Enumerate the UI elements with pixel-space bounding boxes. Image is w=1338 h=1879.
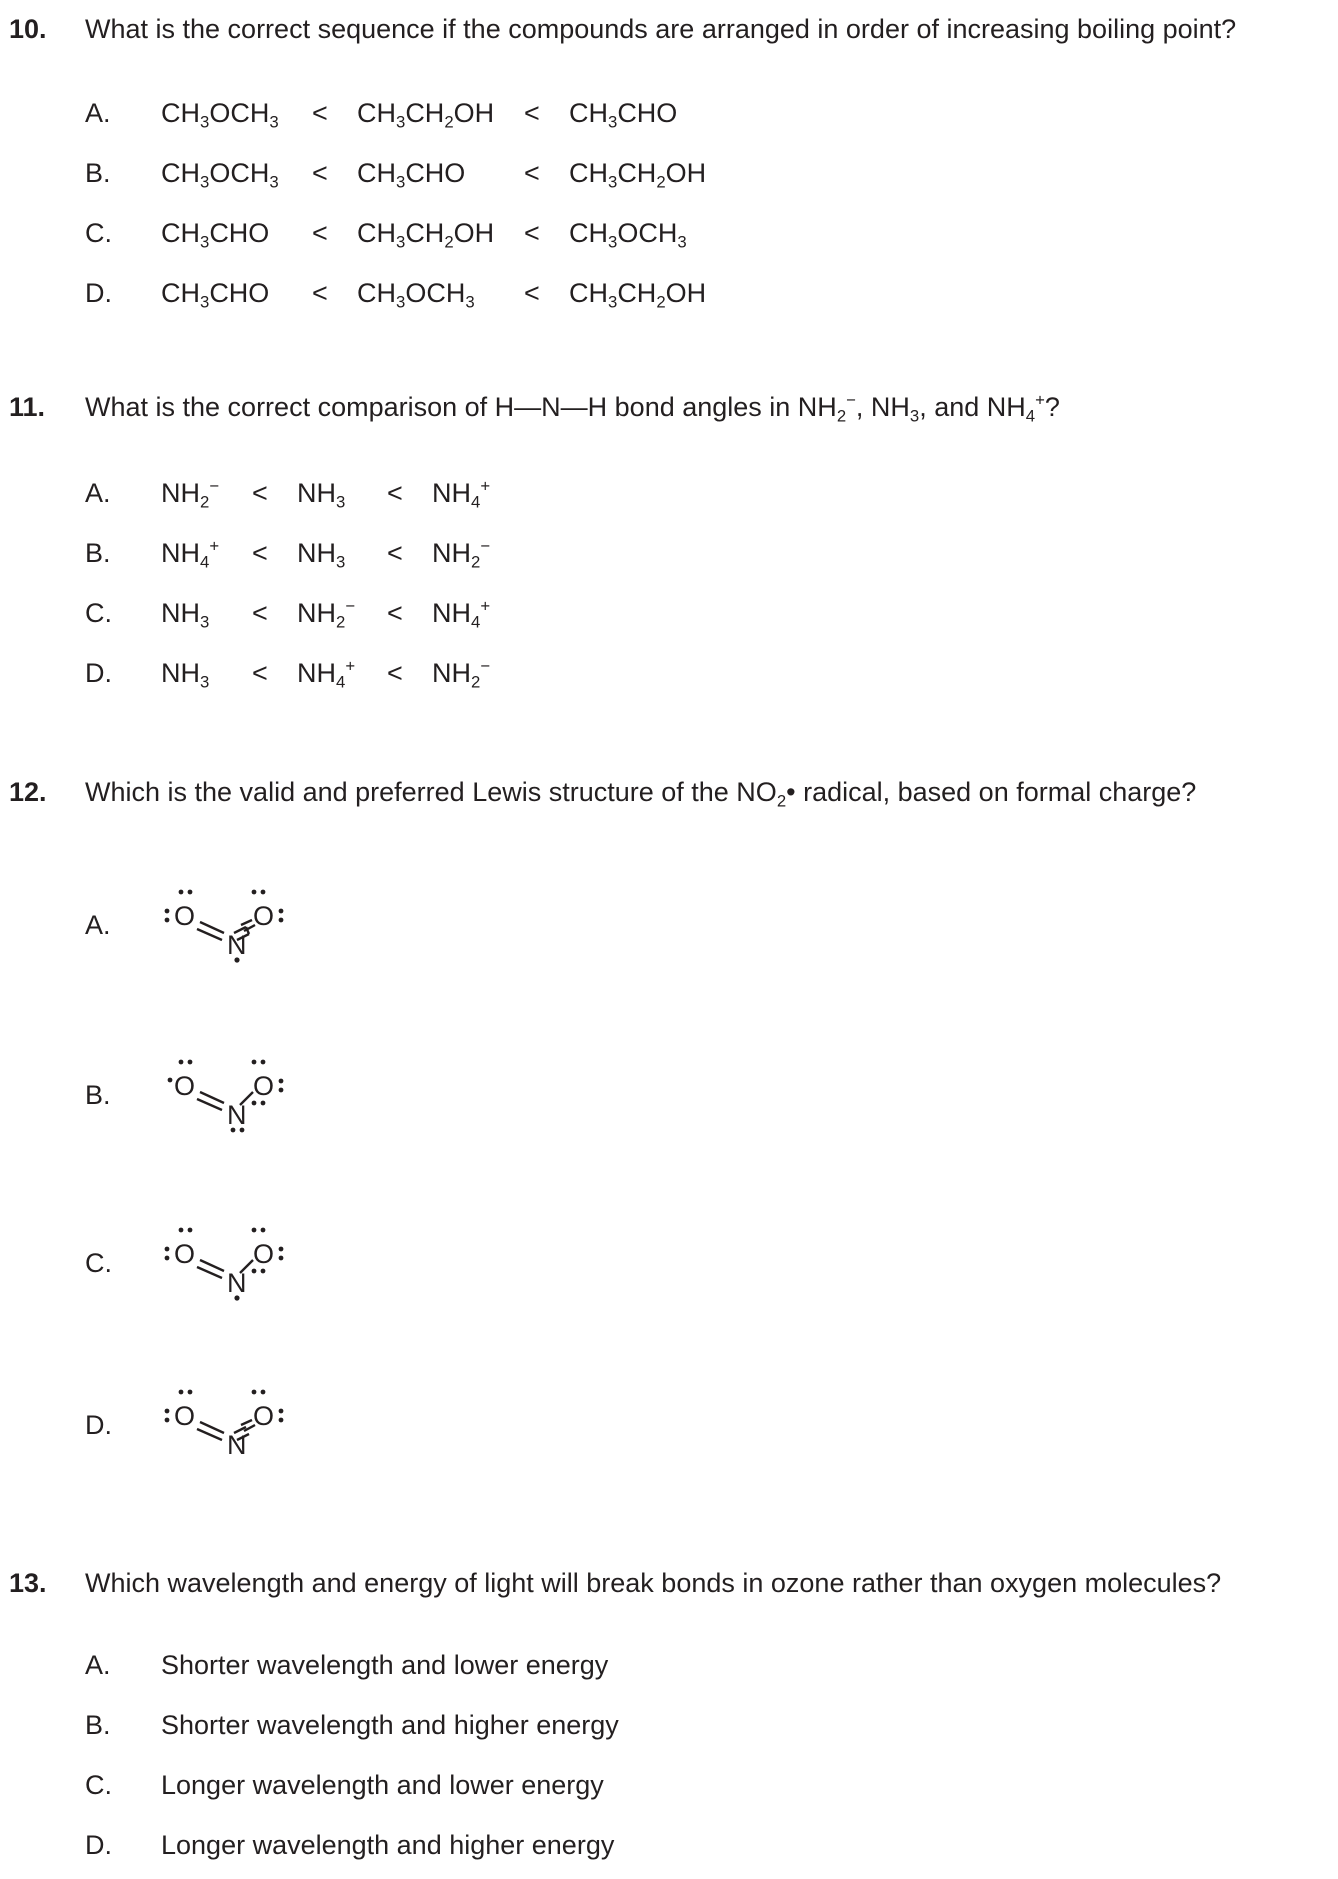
atom-nitrogen: N: [227, 930, 247, 960]
option-13-d-label: D.: [85, 1830, 112, 1860]
less-than-sign: <: [524, 158, 540, 188]
option-11-d-part-3: NH2−: [432, 656, 491, 692]
less-than-sign: <: [387, 658, 403, 688]
option-10-d-part-3: CH3CH2OH: [569, 278, 707, 312]
option-11-a-label: A.: [85, 478, 111, 508]
option-11-c-label: C.: [85, 598, 112, 628]
less-than-sign: <: [524, 98, 540, 128]
less-than-sign: <: [387, 538, 403, 568]
option-10-d-part-2: CH3OCH3: [357, 278, 475, 312]
less-than-sign: <: [252, 658, 268, 688]
option-11-c-part-3: NH4+: [432, 596, 491, 632]
lewis-structure-a: O N O: [164, 889, 284, 963]
question-10-number: 10.: [9, 14, 47, 44]
option-11-b-part-2: NH3: [297, 538, 346, 572]
option-11-c-part-1: NH3: [161, 598, 210, 632]
option-10-c-label: C.: [85, 218, 112, 248]
lewis-structure-d: O N O: [164, 1389, 284, 1460]
question-11-number: 11.: [9, 392, 46, 422]
option-12-c-label: C.: [85, 1248, 112, 1278]
less-than-sign: <: [387, 598, 403, 628]
option-10-b-label: B.: [85, 158, 111, 188]
option-13-c-text: Longer wavelength and lower energy: [161, 1770, 604, 1800]
option-11-c-part-2: NH2−: [297, 596, 356, 632]
option-11-b-part-1: NH4+: [161, 536, 220, 572]
question-13-number: 13.: [9, 1568, 47, 1598]
option-10-d-label: D.: [85, 278, 112, 308]
atom-oxygen-right: O: [253, 1071, 274, 1101]
option-11-a-part-1: NH2−: [161, 476, 220, 512]
option-10-a-part-2: CH3CH2OH: [357, 98, 495, 132]
option-13-d-text: Longer wavelength and higher energy: [161, 1830, 615, 1860]
less-than-sign: <: [252, 538, 268, 568]
option-10-b-part-3: CH3CH2OH: [569, 158, 707, 192]
less-than-sign: <: [524, 218, 540, 248]
less-than-sign: <: [312, 158, 328, 188]
option-10-c-part-3: CH3OCH3: [569, 218, 687, 252]
option-12-d-label: D.: [85, 1410, 112, 1440]
option-10-b-part-1: CH3OCH3: [161, 158, 279, 192]
option-13-c-label: C.: [85, 1770, 112, 1800]
atom-oxygen-left: O: [174, 1239, 195, 1269]
less-than-sign: <: [524, 278, 540, 308]
less-than-sign: <: [312, 278, 328, 308]
option-10-a-label: A.: [85, 98, 111, 128]
option-11-d-part-2: NH4+: [297, 656, 356, 692]
option-10-a-part-3: CH3CHO: [569, 98, 678, 132]
atom-oxygen-left: O: [174, 1071, 195, 1101]
option-10-a-part-1: CH3OCH3: [161, 98, 279, 132]
option-12-b-label: B.: [85, 1080, 111, 1110]
option-12-a-label: A.: [85, 910, 111, 940]
atom-nitrogen: N: [227, 1268, 247, 1298]
option-13-b-text: Shorter wavelength and higher energy: [161, 1710, 619, 1740]
atom-oxygen-right: O: [253, 901, 274, 931]
option-10-b-part-2: CH3CHO: [357, 158, 466, 192]
option-11-d-label: D.: [85, 658, 112, 688]
atom-oxygen-left: O: [174, 901, 195, 931]
question-12-text: Which is the valid and preferred Lewis s…: [85, 777, 1197, 811]
question-12-number: 12.: [9, 777, 47, 807]
option-13-a-text: Shorter wavelength and lower energy: [161, 1650, 609, 1680]
question-10-text: What is the correct sequence if the comp…: [85, 14, 1237, 44]
option-11-a-part-2: NH3: [297, 478, 346, 512]
atom-nitrogen: N: [227, 1430, 247, 1460]
option-10-c-part-2: CH3CH2OH: [357, 218, 495, 252]
atom-oxygen-right: O: [253, 1239, 274, 1269]
option-11-a-part-3: NH4+: [432, 476, 491, 512]
less-than-sign: <: [252, 598, 268, 628]
question-11-text: What is the correct comparison of H—N—H …: [85, 390, 1060, 426]
option-11-d-part-1: NH3: [161, 658, 210, 692]
option-13-b-label: B.: [85, 1710, 111, 1740]
option-10-c-part-1: CH3CHO: [161, 218, 270, 252]
lewis-structure-b: O N O: [167, 1059, 284, 1133]
option-10-d-part-1: CH3CHO: [161, 278, 270, 312]
less-than-sign: <: [387, 478, 403, 508]
atom-nitrogen: N: [227, 1100, 247, 1130]
option-13-a-label: A.: [85, 1650, 111, 1680]
atom-oxygen-right: O: [253, 1401, 274, 1431]
question-13-text: Which wavelength and energy of light wil…: [85, 1568, 1222, 1598]
less-than-sign: <: [312, 218, 328, 248]
option-11-b-label: B.: [85, 538, 111, 568]
option-11-b-part-3: NH2−: [432, 536, 491, 572]
lewis-structure-c: O N O: [164, 1227, 284, 1301]
less-than-sign: <: [252, 478, 268, 508]
atom-oxygen-left: O: [174, 1401, 195, 1431]
less-than-sign: <: [312, 98, 328, 128]
